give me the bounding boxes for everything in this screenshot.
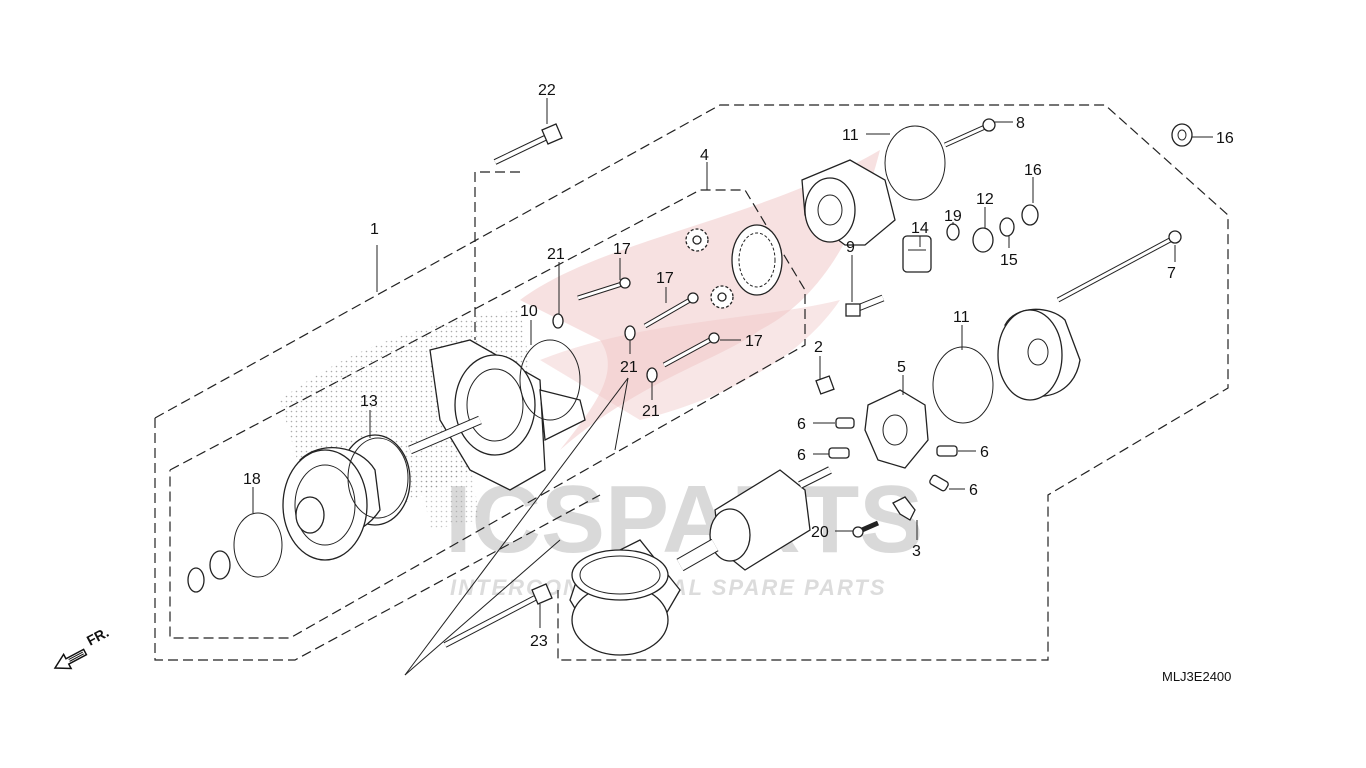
callout-15: 15 — [1000, 252, 1018, 269]
drawing-code: MLJ3E2400 — [1162, 669, 1231, 684]
callout-23: 23 — [530, 633, 548, 650]
brush-holder-5 — [864, 389, 929, 469]
brush-2 — [815, 375, 835, 395]
watermark-wing-logo — [520, 150, 880, 450]
washer-21a — [552, 313, 564, 329]
o-ring-11a — [884, 125, 946, 201]
brush-3 — [892, 496, 916, 521]
insulator-12 — [972, 227, 994, 253]
callout-20: 20 — [811, 524, 829, 541]
washer-21c — [646, 367, 658, 383]
callout-7: 7 — [1167, 265, 1176, 282]
callout-10: 10 — [520, 303, 538, 320]
washer-21b — [624, 325, 636, 341]
callout-22: 22 — [538, 82, 556, 99]
callout-21-b: 21 — [620, 359, 638, 376]
front-direction-indicator: FR. — [53, 624, 111, 670]
callout-4: 4 — [700, 147, 709, 164]
planetary-gears — [685, 228, 734, 309]
callout-19: 19 — [944, 208, 962, 225]
callout-6-a: 6 — [797, 416, 806, 433]
bolt-8 — [943, 118, 996, 148]
internal-gear-housing — [801, 159, 896, 246]
bolt-9 — [845, 294, 885, 317]
screw-20 — [852, 520, 880, 538]
bolt-7 — [1056, 230, 1182, 303]
callout-9: 9 — [846, 239, 855, 256]
callout-6-c: 6 — [980, 444, 989, 461]
watermark: ICSPARTS INTERCONTINENTAL SPARE PARTS — [445, 150, 923, 600]
callout-11-top: 11 — [842, 127, 859, 144]
callout-5: 5 — [897, 359, 906, 376]
nut-16b — [1021, 204, 1039, 226]
leader-lines — [252, 98, 1213, 676]
pins-17 — [577, 277, 720, 368]
washer — [209, 550, 231, 580]
parts — [187, 118, 1193, 656]
o-ring-11b — [932, 346, 994, 424]
callout-16-mid: 16 — [1024, 162, 1042, 179]
terminal-14 — [902, 235, 932, 273]
callout-3: 3 — [912, 543, 921, 560]
front-label: FR. — [84, 624, 111, 649]
gear-case — [408, 339, 586, 491]
bolt-23 — [443, 583, 553, 648]
callout-8: 8 — [1016, 115, 1025, 132]
callout-17-b: 17 — [656, 270, 674, 287]
callout-11-low: 11 — [953, 309, 970, 326]
callout-16-top: 16 — [1216, 130, 1234, 147]
callout-12: 12 — [976, 191, 994, 208]
o-ring-13 — [347, 437, 409, 519]
callout-21-c: 21 — [642, 403, 660, 420]
front-housing — [282, 434, 411, 561]
armature — [676, 466, 832, 572]
bolt-22 — [493, 123, 563, 165]
ring-gear — [731, 224, 783, 296]
callout-6-d: 6 — [969, 482, 978, 499]
callouts: 1 22 4 11 8 16 16 12 19 14 15 7 9 11 2 5… — [243, 82, 1234, 650]
circlip — [187, 567, 205, 593]
o-ring-19 — [946, 223, 960, 241]
callout-17-c: 17 — [745, 333, 763, 350]
callout-21-a: 21 — [547, 246, 565, 263]
callout-14: 14 — [911, 220, 929, 237]
front-arrow-icon — [53, 648, 88, 670]
callout-17-a: 17 — [613, 241, 631, 258]
callout-1: 1 — [370, 221, 379, 238]
yoke — [569, 539, 681, 656]
o-ring-18 — [233, 512, 283, 578]
nut-16a — [1171, 123, 1193, 147]
o-ring-10 — [519, 339, 581, 421]
washer-15 — [999, 217, 1015, 237]
callout-13: 13 — [360, 393, 378, 410]
rear-cover — [997, 308, 1081, 401]
brush-springs-6 — [828, 417, 958, 492]
callout-2: 2 — [814, 339, 823, 356]
callout-18: 18 — [243, 471, 261, 488]
callout-6-b: 6 — [797, 447, 806, 464]
